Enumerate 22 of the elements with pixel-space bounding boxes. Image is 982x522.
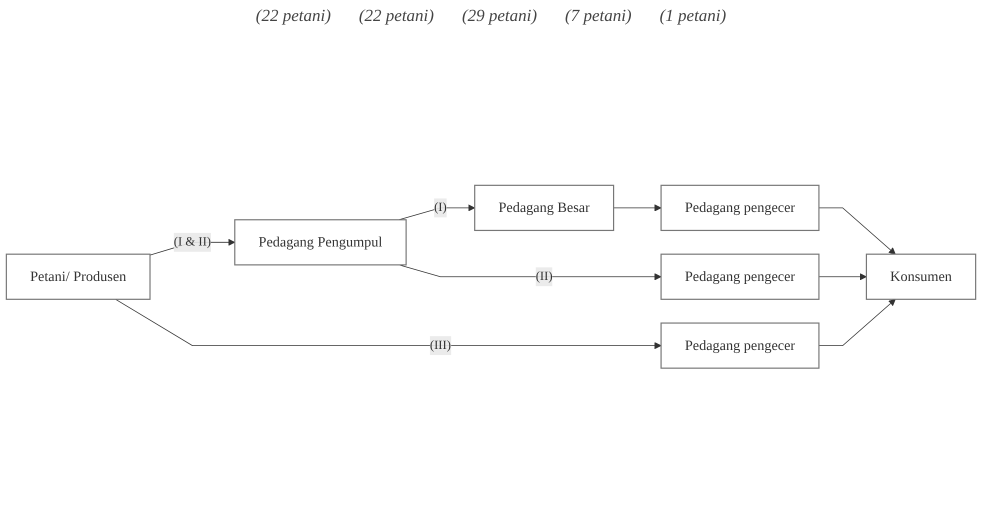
edge-label: (I & II) [174, 235, 212, 249]
node-box: Pedagang pengecer [660, 184, 820, 232]
node-box: Pedagang pengecer [660, 254, 820, 300]
arrow [818, 299, 896, 346]
edge-label: (III) [430, 338, 451, 352]
note-text: (7 petani) [565, 6, 632, 26]
arrow [115, 299, 662, 350]
node-box: Konsumen [866, 254, 976, 300]
edge-label: (II) [536, 270, 553, 284]
note-text: (22 petani) [358, 6, 434, 26]
arrow [613, 204, 662, 212]
node-box: Pedagang Besar [474, 184, 614, 232]
arrow [818, 208, 896, 255]
node-box: Pedagang Pengumpul [234, 219, 407, 266]
note-text: (29 petani) [462, 6, 538, 26]
arrow [818, 274, 867, 280]
edge-label: (I) [434, 201, 447, 214]
note-text: (22 petani) [256, 6, 331, 26]
note-text: (1 petani) [660, 6, 726, 26]
arrow [398, 204, 476, 220]
node-box: Pedagang pengecer [660, 322, 820, 370]
node-box: Petani/ Produsen [6, 254, 151, 300]
